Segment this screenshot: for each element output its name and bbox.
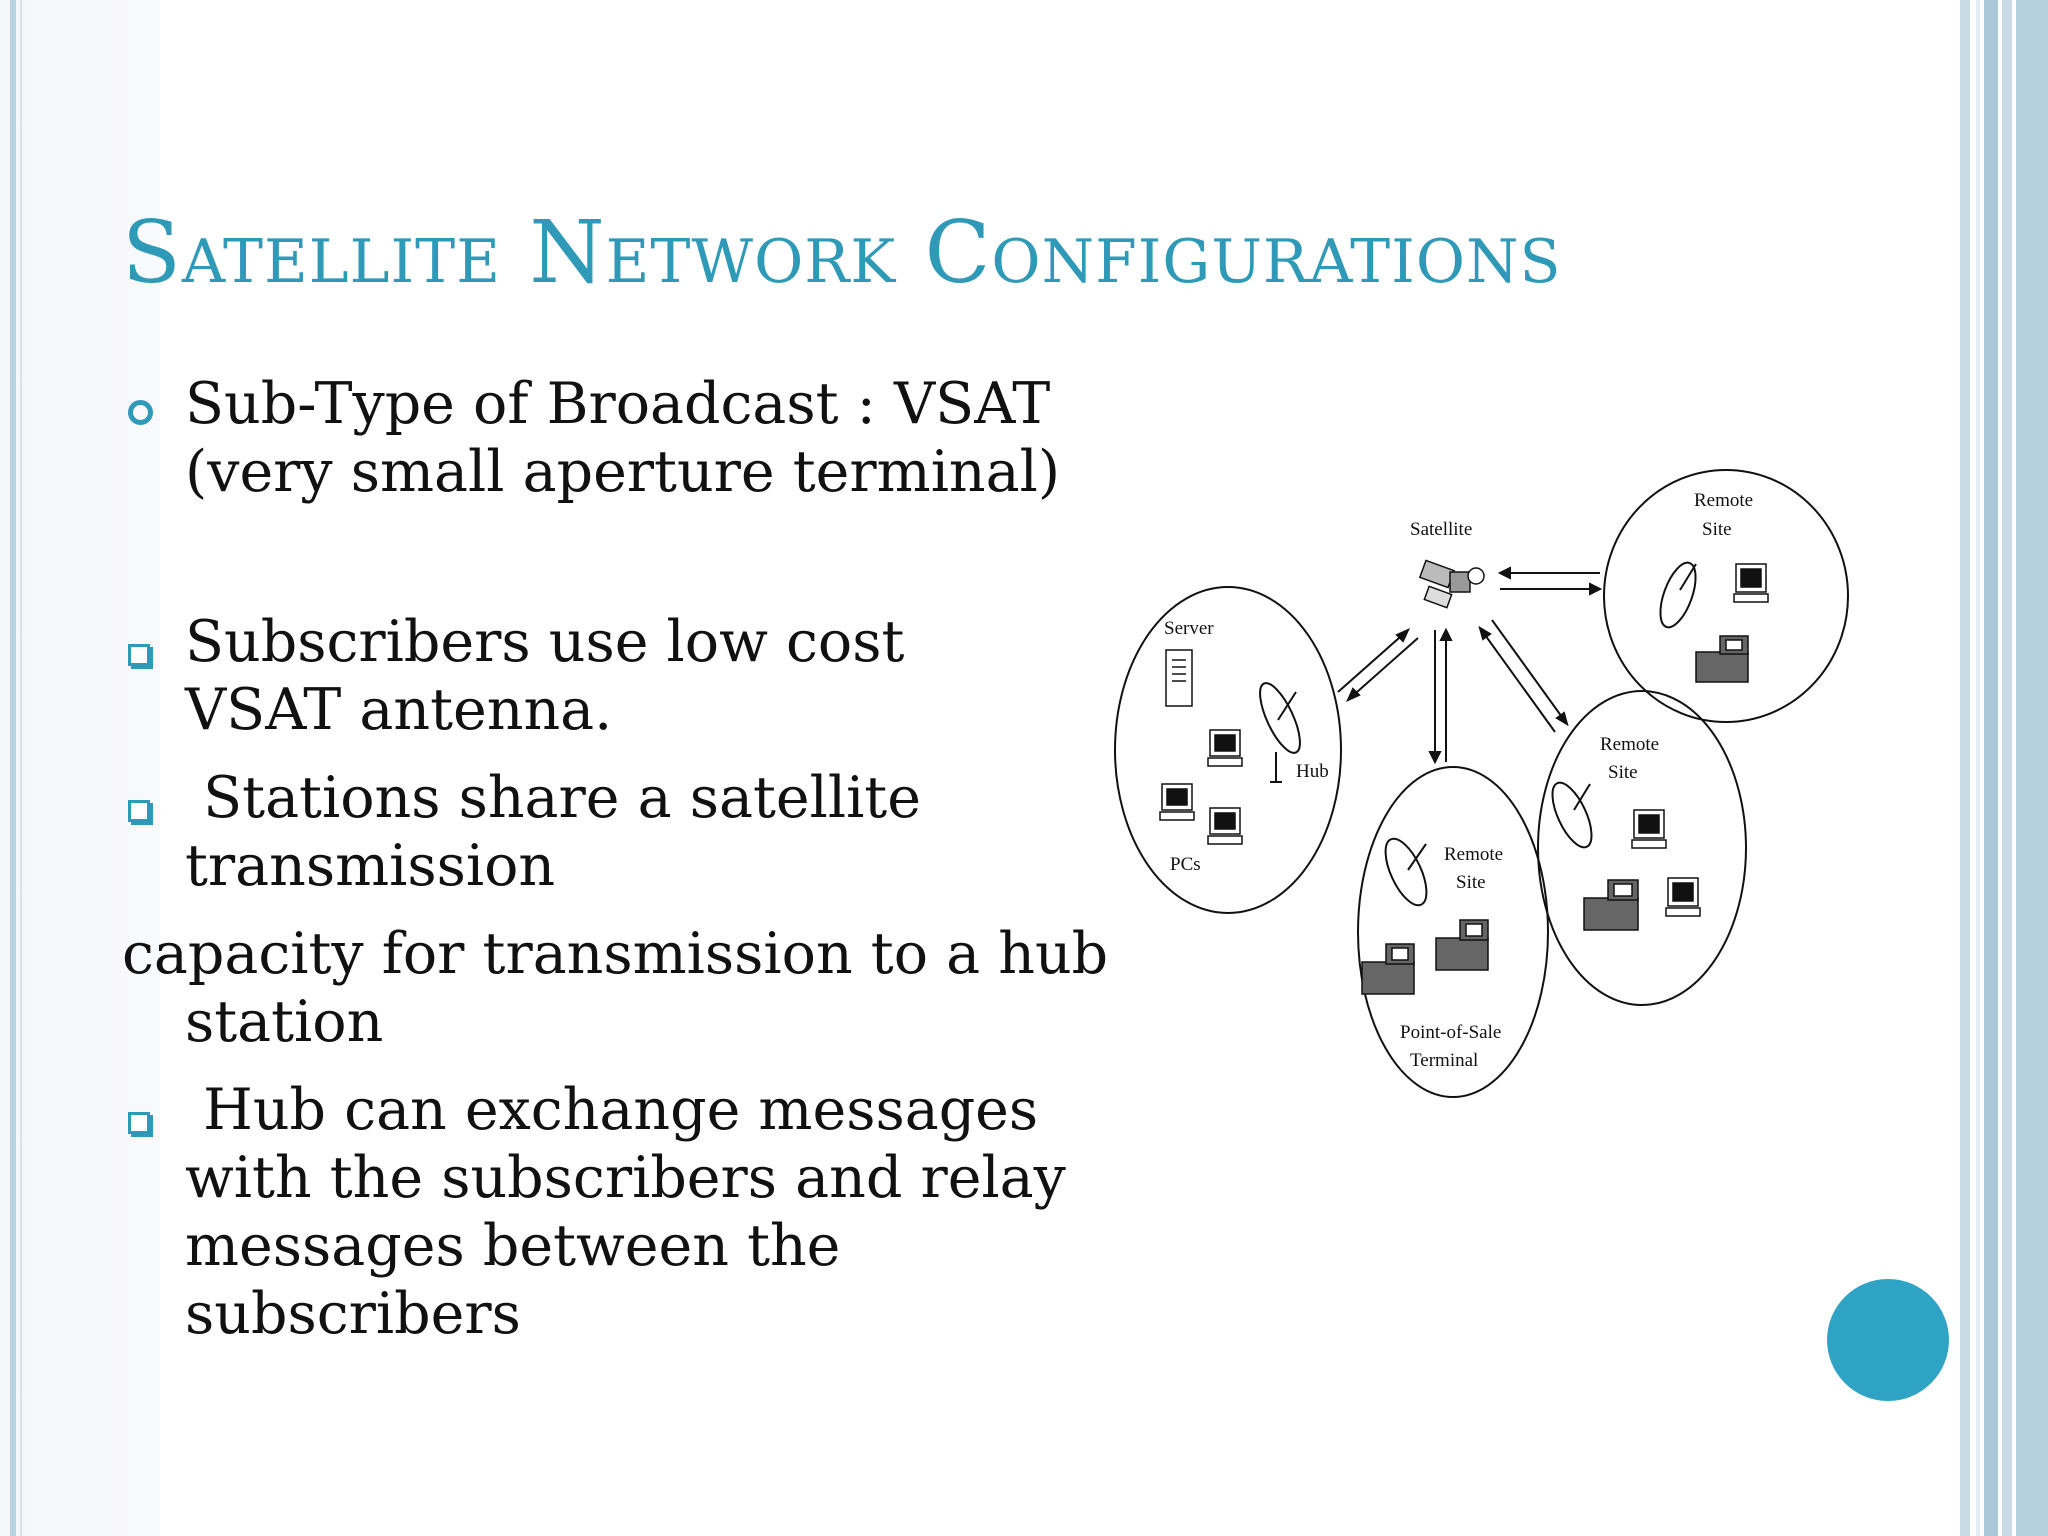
bullet-item: Subscribers use low cost VSAT antenna. — [122, 608, 1062, 744]
satellite-label: Satellite — [1410, 519, 1472, 540]
remote-site-mid-label-line1: Remote — [1600, 734, 1659, 755]
vsat-network-diagram: Satellite Server Hub — [1114, 469, 1849, 1098]
remote-site-top-circle — [1603, 469, 1849, 723]
square-bullet-icon — [128, 1112, 150, 1134]
pos-label-line1: Point-of-Sale — [1400, 1022, 1501, 1043]
remote-mid-pos-terminal-icon — [1583, 879, 1639, 931]
remote-site-mid-label-line2: Site — [1608, 762, 1638, 783]
bullet-text: Subscribers use low cost VSAT antenna. — [185, 609, 905, 743]
remote-site-bottom-label-line2: Site — [1456, 872, 1486, 893]
remote-site-top-label-line2: Site — [1702, 519, 1732, 540]
right-border-stripe-3 — [1984, 0, 1998, 1536]
remote-mid-pc-icons — [1631, 809, 1701, 917]
remote-top-dish-icon — [1659, 561, 1697, 629]
remote-site-bottom-label-line1: Remote — [1444, 844, 1503, 865]
hub-label: Hub — [1296, 761, 1329, 782]
continuation-text-wrap: station — [185, 989, 384, 1055]
decorative-circle — [1827, 1279, 1949, 1401]
bullet-list: Sub-Type of Broadcast : VSAT (very small… — [122, 370, 1152, 1348]
bullet-item: Sub-Type of Broadcast : VSAT (very small… — [122, 370, 1152, 506]
remote-site-bottom-circle — [1357, 766, 1549, 1098]
remote-mid-dish-icon — [1551, 781, 1593, 849]
right-border-stripe-5 — [2016, 0, 2048, 1536]
remote-site-mid-circle — [1537, 690, 1747, 1006]
link-arrows — [1337, 566, 1603, 765]
right-border-stripe-4 — [2002, 0, 2012, 1536]
bullet-item: Hub can exchange messages with the subsc… — [122, 1076, 1152, 1348]
pcs-label: PCs — [1170, 854, 1201, 875]
right-border-stripe-1 — [1960, 0, 1970, 1536]
left-border-stripe-thin — [20, 0, 22, 1536]
bullet-item: Stations share a satellite transmission — [122, 764, 982, 900]
remote-top-pc-icon — [1733, 563, 1769, 603]
pos-label-line2: Terminal — [1410, 1050, 1478, 1071]
slide-title: Satellite Network Configurations — [122, 203, 1562, 303]
hub-dish-icon — [1259, 682, 1301, 783]
remote-top-pos-terminal-icon — [1695, 635, 1749, 683]
remote-site-top-label-line1: Remote — [1694, 490, 1753, 511]
server-icon — [1165, 649, 1193, 707]
server-label: Server — [1164, 618, 1214, 639]
remote-bottom-dish-icon — [1384, 837, 1428, 907]
circle-bullet-icon — [128, 400, 153, 425]
square-bullet-icon — [128, 800, 150, 822]
bullet-text: Stations share a satellite transmission — [185, 765, 940, 899]
satellite-icon — [1418, 559, 1485, 609]
hub-site-circle — [1114, 586, 1342, 914]
bullet-item-continuation: capacity for transmission to a hub stati… — [122, 920, 1152, 1056]
bullet-text: Sub-Type of Broadcast : VSAT (very small… — [185, 371, 1061, 505]
remote-bottom-pos-terminal-icons — [1361, 919, 1489, 995]
pc-icons — [1159, 729, 1243, 845]
square-bullet-icon — [128, 644, 150, 666]
left-border-stripe — [10, 0, 16, 1536]
left-band — [0, 0, 160, 1536]
right-border-stripe-2 — [1976, 0, 1980, 1536]
continuation-text: capacity for transmission to a hub — [122, 921, 1109, 987]
bullet-text: Hub can exchange messages with the subsc… — [185, 1077, 1084, 1347]
